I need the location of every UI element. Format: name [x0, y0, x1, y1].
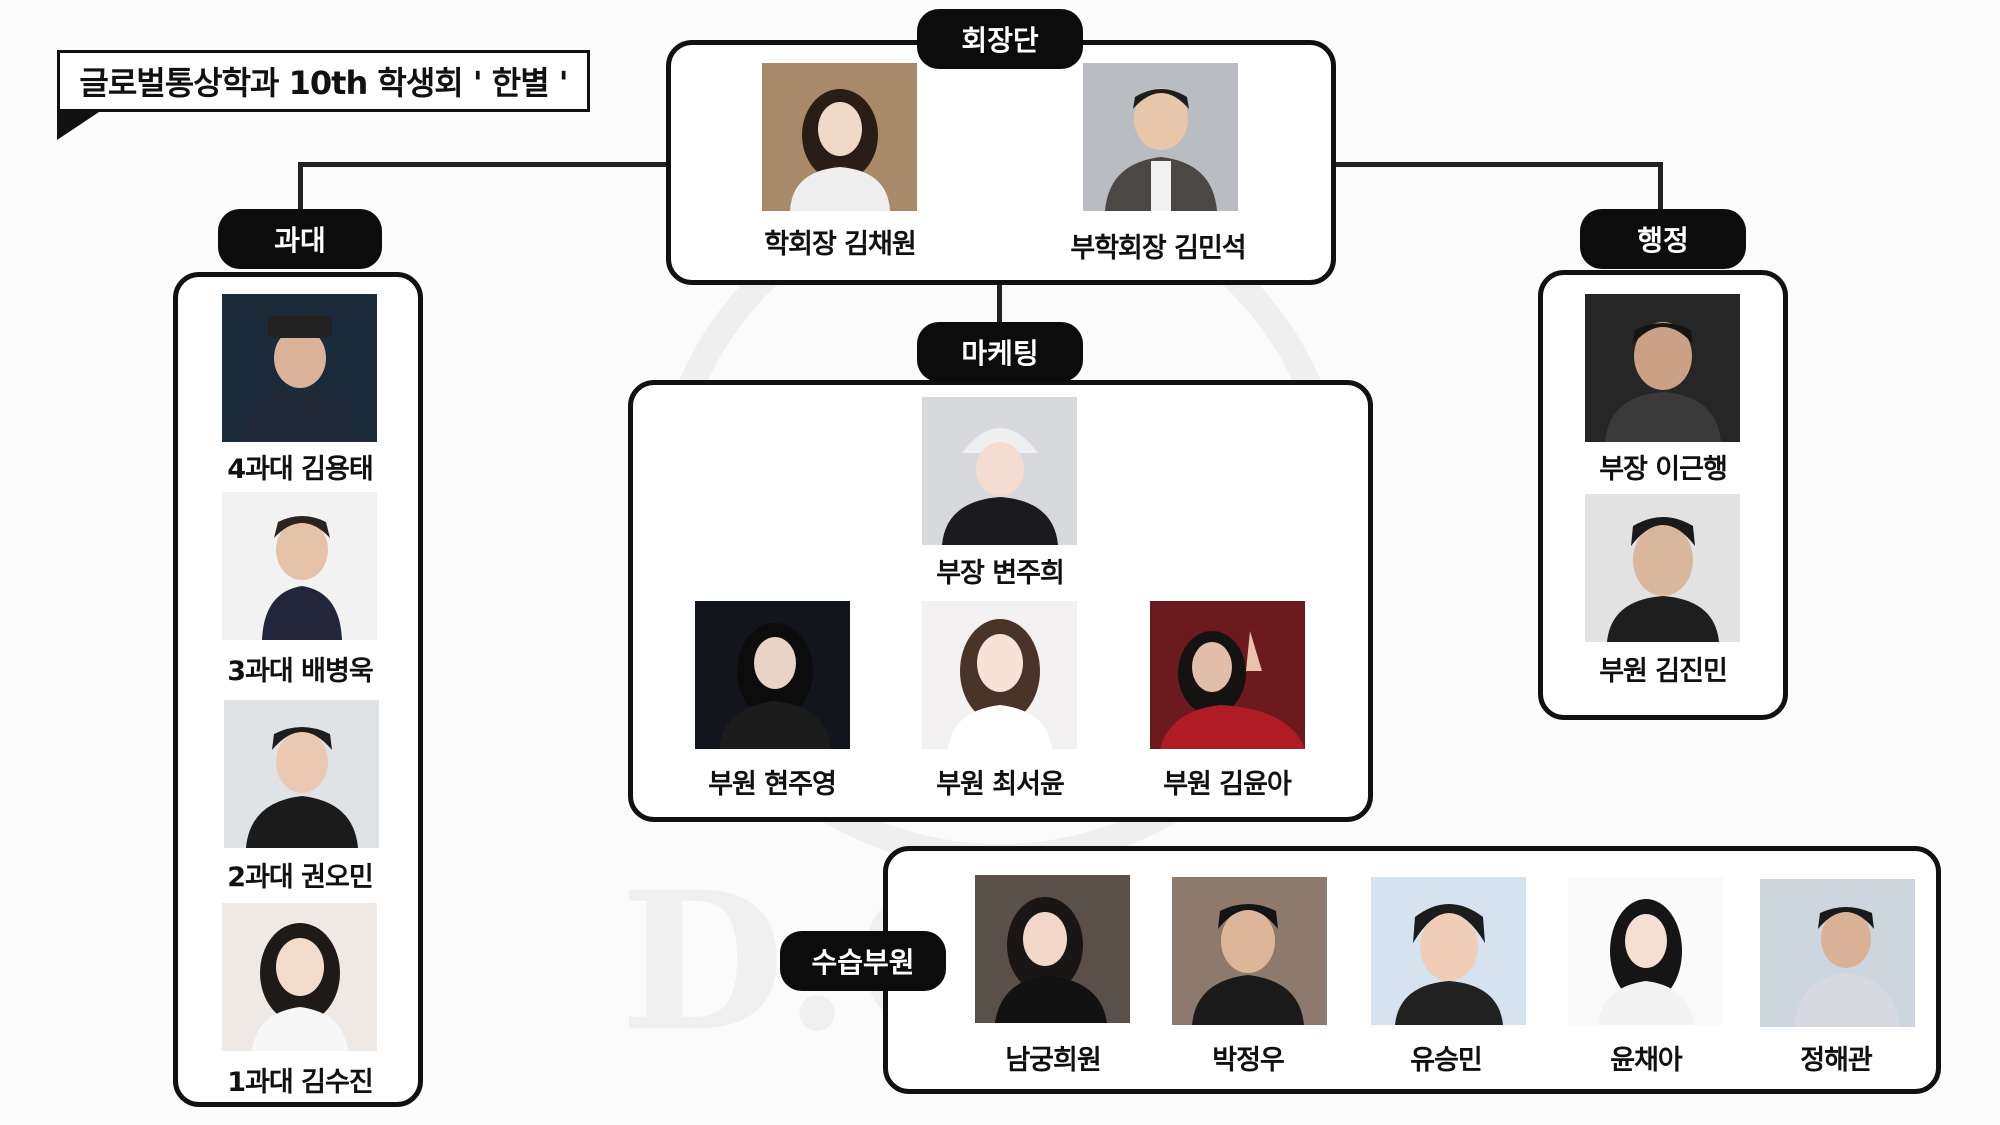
mkt-member-3-avatar-icon [1150, 601, 1305, 749]
connector-right-horizontal [1333, 162, 1663, 167]
leadership-pill: 회장단 [917, 9, 1083, 69]
mkt-member-2-photo [922, 601, 1077, 749]
president-name: 학회장 김채원 [764, 229, 916, 260]
leadership-pill-label: 회장단 [961, 24, 1039, 57]
intern-1-name: 남궁희원 [1005, 1045, 1101, 1076]
president-avatar-icon [762, 63, 917, 211]
rep-1-avatar-icon [222, 903, 377, 1051]
intern-3-photo [1371, 877, 1526, 1025]
intern-1-photo [975, 875, 1130, 1023]
rep-3-photo [222, 492, 377, 640]
intern-3-avatar-icon [1371, 877, 1526, 1025]
class-reps-pill: 과대 [218, 209, 382, 269]
intern-4-photo [1568, 877, 1723, 1025]
marketing-pill-label: 마케팅 [961, 337, 1039, 370]
intern-5-photo [1760, 879, 1915, 1027]
interns-pill: 수습부원 [780, 931, 946, 991]
mkt-head-photo [922, 397, 1077, 545]
rep-4-name: 4과대 김용태 [227, 454, 373, 485]
rep-4-avatar-icon [222, 294, 377, 442]
vice-president-photo [1083, 63, 1238, 211]
title-tail-shape [57, 112, 99, 140]
admin-member-avatar-icon [1585, 494, 1740, 642]
mkt-member-1-name: 부원 현주영 [708, 769, 837, 800]
connector-center-vertical [997, 282, 1002, 322]
marketing-pill: 마케팅 [917, 322, 1083, 382]
rep-4-photo [222, 294, 377, 442]
admin-head-avatar-icon [1585, 294, 1740, 442]
interns-pill-label: 수습부원 [811, 946, 915, 979]
vice-president-name: 부학회장 김민석 [1070, 233, 1246, 264]
mkt-member-2-name: 부원 최서윤 [936, 769, 1065, 800]
admin-head-name: 부장 이근행 [1599, 454, 1728, 485]
admin-member-name: 부원 김진민 [1599, 656, 1728, 687]
admin-member-photo [1585, 494, 1740, 642]
page-title: 글로벌통상학과 10th 학생회 ' 한별 ' [57, 50, 590, 112]
connector-left-horizontal [298, 162, 668, 167]
mkt-member-3-photo [1150, 601, 1305, 749]
mkt-member-1-photo [695, 601, 850, 749]
page-title-text: 글로벌통상학과 10th 학생회 ' 한별 ' [79, 64, 568, 102]
mkt-member-3-name: 부원 김윤아 [1163, 769, 1292, 800]
intern-1-avatar-icon [975, 875, 1130, 1023]
admin-pill-label: 행정 [1637, 224, 1689, 257]
intern-2-photo [1172, 877, 1327, 1025]
rep-2-avatar-icon [224, 700, 379, 848]
intern-2-avatar-icon [1172, 877, 1327, 1025]
intern-5-name: 정해관 [1800, 1045, 1873, 1076]
connector-right-vertical [1658, 162, 1663, 218]
intern-5-avatar-icon [1760, 879, 1915, 1027]
rep-1-name: 1과대 김수진 [227, 1067, 373, 1098]
mkt-member-1-avatar-icon [695, 601, 850, 749]
rep-2-photo [224, 700, 379, 848]
president-photo [762, 63, 917, 211]
admin-pill: 행정 [1580, 209, 1746, 269]
rep-3-name: 3과대 배병욱 [227, 656, 373, 687]
rep-1-photo [222, 903, 377, 1051]
rep-2-name: 2과대 권오민 [227, 862, 373, 893]
mkt-head-avatar-icon [922, 397, 1077, 545]
class-reps-pill-label: 과대 [274, 224, 326, 257]
connector-left-vertical [298, 162, 303, 218]
rep-3-avatar-icon [222, 492, 377, 640]
intern-3-name: 유승민 [1410, 1045, 1483, 1076]
intern-4-avatar-icon [1568, 877, 1723, 1025]
mkt-head-name: 부장 변주희 [936, 558, 1065, 589]
intern-4-name: 윤채아 [1610, 1045, 1683, 1076]
vice-president-avatar-icon [1083, 63, 1238, 211]
admin-head-photo [1585, 294, 1740, 442]
intern-2-name: 박정우 [1212, 1045, 1285, 1076]
mkt-member-2-avatar-icon [922, 601, 1077, 749]
